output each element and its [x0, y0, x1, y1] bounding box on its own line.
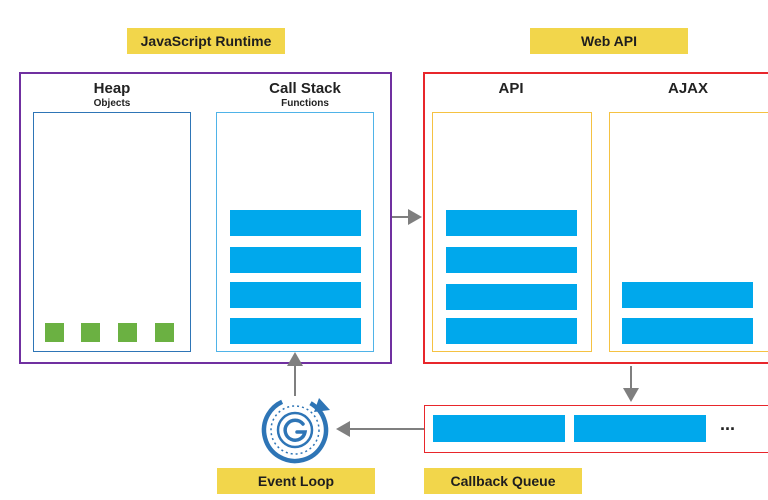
api-title: API: [498, 80, 524, 97]
ajax-item: [622, 318, 753, 344]
stack-frame: [230, 282, 361, 308]
api-item: [446, 318, 577, 344]
web-api-label: Web API: [530, 28, 688, 54]
more-ellipsis: ...: [720, 414, 736, 434]
heap-panel: [33, 112, 191, 352]
heap-object: [118, 323, 137, 342]
heap-title: Heap: [93, 80, 131, 97]
heap-object: [155, 323, 174, 342]
event-loop-label: Event Loop: [217, 468, 375, 494]
ajax-item: [622, 282, 753, 308]
heap-subtitle: Objects: [93, 98, 131, 109]
javascript-runtime-frame: [19, 72, 392, 364]
callback-queue-frame: [424, 405, 768, 453]
web-api-frame: [423, 72, 768, 364]
event-loop-icon: [261, 396, 330, 464]
api-panel: [432, 112, 592, 352]
stack-frame: [230, 247, 361, 273]
javascript-runtime-label: JavaScript Runtime: [127, 28, 285, 54]
heap-object: [81, 323, 100, 342]
stack-frame: [230, 318, 361, 344]
callback-queue-label: Callback Queue: [424, 468, 582, 494]
callback-item: [574, 415, 706, 442]
heap-object: [45, 323, 64, 342]
ajax-title: AJAX: [667, 80, 708, 97]
call-stack-title: Call Stack: [269, 80, 341, 97]
callback-item: [433, 415, 565, 442]
api-item: [446, 210, 577, 236]
stack-frame: [230, 210, 361, 236]
api-item: [446, 247, 577, 273]
api-item: [446, 284, 577, 310]
call-stack-subtitle: Functions: [281, 98, 329, 109]
ajax-panel: [609, 112, 768, 352]
call-stack-panel: [216, 112, 374, 352]
